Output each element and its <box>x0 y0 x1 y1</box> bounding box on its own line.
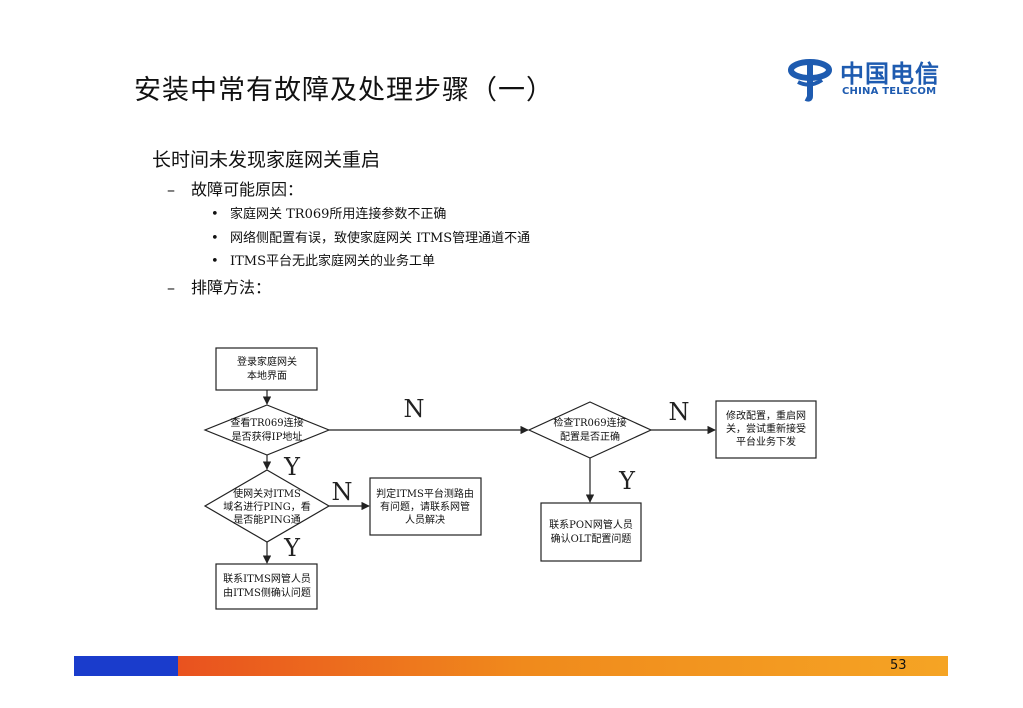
itms-route-text: 人员解决 <box>405 513 445 526</box>
no-label: N <box>332 478 353 506</box>
slide-title: 安装中常有故障及处理步骤（一） <box>134 75 554 106</box>
pon-contact-box <box>540 502 642 562</box>
login-text: 登录家庭网关 <box>237 355 297 368</box>
check-ip-text: 查看TR069连接 <box>230 416 303 429</box>
check-config-text: 配置是否正确 <box>560 430 620 443</box>
cause-item: •ITMS平台无此家庭网关的业务工单 <box>211 254 436 269</box>
modify-config-text: 平台业务下发 <box>736 435 796 448</box>
page-number: 53 <box>890 658 907 673</box>
footer-bar-orange <box>178 656 948 676</box>
ping-text: 是否能PING通 <box>233 513 300 526</box>
yes-label: Y <box>283 534 301 562</box>
logo-en-text: CHINA TELECOM <box>842 86 937 97</box>
modify-config-text: 修改配置，重启网 <box>726 409 806 422</box>
check-ip-text: 是否获得IP地址 <box>232 430 303 443</box>
no-label: N <box>669 398 690 426</box>
login-box <box>215 347 318 391</box>
section-heading: 长时间未发现家庭网关重启 <box>152 149 381 171</box>
itms-route-box <box>369 477 482 536</box>
itms-route-text: 有问题，请联系网管 <box>380 500 470 513</box>
ping-text: 使网关对ITMS <box>233 487 301 500</box>
modify-config-text: 关，尝试重新接受 <box>726 422 806 435</box>
yes-label: Y <box>618 467 636 495</box>
cause-item: •家庭网关 TR069所用连接参数不正确 <box>211 207 447 222</box>
method-heading: –排障方法： <box>167 278 272 297</box>
check-ip-diamond <box>203 404 331 456</box>
footer-bar-blue <box>74 656 178 676</box>
ping-text: 域名进行PING，看 <box>223 500 310 513</box>
cause-item: •网络侧配置有误，致使家庭网关 ITMS管理通道不通 <box>211 231 531 246</box>
itms-route-text: 判定ITMS平台测路由 <box>376 487 474 500</box>
china-telecom-logo: 中国电信 CHINA TELECOM <box>788 52 948 102</box>
telecom-emblem-icon <box>788 59 832 102</box>
check-config-diamond <box>527 401 653 459</box>
no-label: N <box>404 395 425 423</box>
yes-label: Y <box>283 453 301 481</box>
logo-cn-text: 中国电信 <box>840 59 940 88</box>
itms-contact-box <box>215 563 318 610</box>
causes-heading: –故障可能原因： <box>167 180 304 199</box>
pon-contact-text: 确认OLT配置问题 <box>551 532 632 545</box>
login-text: 本地界面 <box>247 369 287 382</box>
itms-contact-text: 联系ITMS网管人员 <box>223 572 311 585</box>
itms-contact-text: 由ITMS侧确认问题 <box>223 586 311 599</box>
modify-config-box <box>715 400 817 459</box>
check-config-text: 检查TR069连接 <box>553 416 626 429</box>
pon-contact-text: 联系PON网管人员 <box>549 518 633 531</box>
